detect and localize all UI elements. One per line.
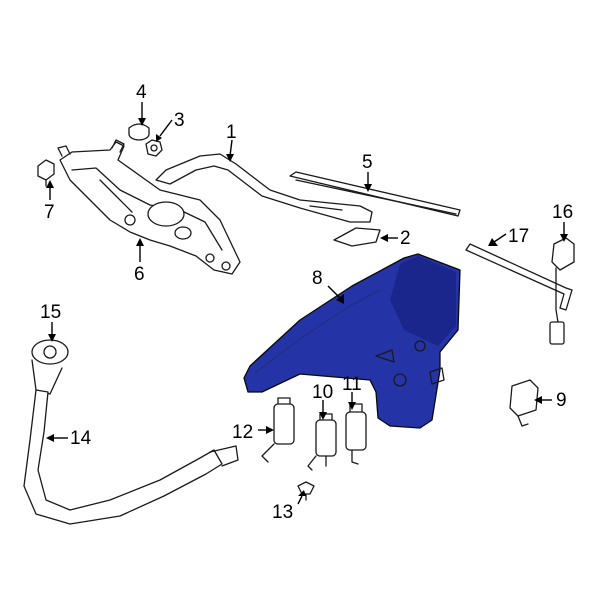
part-wiper-linkage[interactable]: [57, 139, 241, 275]
part-rod-17[interactable]: [465, 243, 573, 311]
reservoir-shading: [390, 256, 456, 346]
part-bolt-7[interactable]: [37, 159, 55, 187]
part-sensor-16[interactable]: [549, 237, 575, 345]
callout-11[interactable]: 11: [342, 374, 362, 395]
callout-14[interactable]: 14: [70, 428, 92, 449]
callout-1[interactable]: 1: [226, 122, 237, 143]
part-filler-neck-15[interactable]: [31, 339, 69, 395]
part-nut-3[interactable]: [145, 139, 163, 157]
callout-leaders: [46, 102, 568, 505]
part-pump-10[interactable]: [307, 413, 337, 471]
part-clip-2[interactable]: [333, 227, 381, 247]
part-hose-14[interactable]: [23, 389, 239, 525]
part-wiper-blade[interactable]: [289, 171, 461, 217]
callout-6[interactable]: 6: [134, 264, 145, 285]
part-pump-11[interactable]: [345, 403, 367, 465]
callout-16[interactable]: 16: [552, 202, 573, 223]
part-pump-12[interactable]: [261, 397, 295, 463]
part-cap-4[interactable]: [128, 123, 150, 141]
part-connector-9[interactable]: [509, 379, 539, 427]
part-wiper-arm[interactable]: [155, 153, 373, 223]
callout-15[interactable]: 15: [40, 302, 61, 323]
callout-12[interactable]: 12: [232, 422, 253, 443]
callout-labels: 1 2 3 4 5 6 7 8 9 10 11 12 13 14 15 16 1…: [40, 82, 573, 523]
part-washer-reservoir[interactable]: [243, 253, 461, 429]
callout-4[interactable]: 4: [136, 82, 147, 103]
callout-17[interactable]: 17: [508, 226, 529, 247]
callout-8[interactable]: 8: [312, 268, 323, 289]
callout-9[interactable]: 9: [556, 390, 567, 411]
callout-2[interactable]: 2: [400, 228, 411, 249]
callout-5[interactable]: 5: [362, 152, 373, 173]
part-plug-13[interactable]: [297, 481, 315, 501]
callout-13[interactable]: 13: [272, 502, 293, 523]
callout-3[interactable]: 3: [174, 110, 185, 131]
callout-10[interactable]: 10: [312, 382, 333, 403]
callout-7[interactable]: 7: [44, 202, 55, 223]
